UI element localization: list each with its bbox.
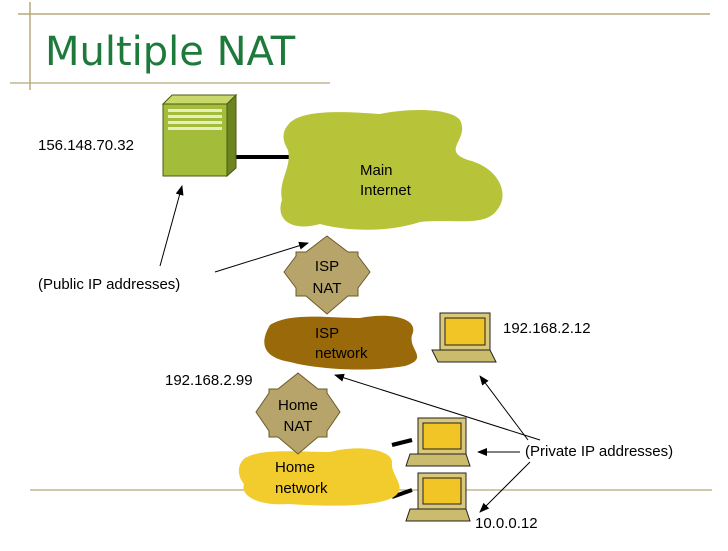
slide-frame — [10, 2, 712, 491]
home-nat-node: Home NAT — [255, 372, 341, 455]
home-laptop-1-icon — [405, 417, 471, 467]
isp-nat-label-line1: ISP — [315, 258, 339, 275]
home-laptop2-link — [391, 488, 413, 499]
home-network-cloud — [238, 448, 400, 506]
internet-label-line2: Internet — [360, 182, 412, 199]
isp-network-label-line1: ISP — [315, 325, 339, 342]
isp-laptop-icon — [431, 312, 497, 363]
slide-title: Multiple NAT — [45, 29, 296, 75]
home-nat-ip-label: 192.168.2.99 — [165, 372, 253, 389]
home-laptop1-link — [391, 438, 413, 447]
home-nat-label-line2: NAT — [284, 418, 313, 435]
main-internet-cloud — [280, 110, 503, 230]
home-nat-label-line1: Home — [278, 397, 318, 414]
home-network-label-line1: Home — [275, 459, 315, 476]
isp-network-label-line2: network — [315, 345, 368, 362]
server-ip-label: 156.148.70.32 — [38, 137, 134, 154]
public-annotation-arrows — [159, 185, 309, 273]
isp-nat-node: ISP NAT — [283, 235, 371, 315]
private-annotation-arrows — [334, 373, 541, 513]
isp-laptop-ip-label: 192.168.2.12 — [503, 320, 591, 337]
private-ip-annotation: (Private IP addresses) — [525, 443, 673, 460]
server-icon — [161, 93, 238, 178]
home-laptop-ip-label: 10.0.0.12 — [475, 515, 538, 532]
internet-label-line1: Main — [360, 162, 393, 179]
isp-nat-label-line2: NAT — [313, 280, 342, 297]
home-laptop-2-icon — [405, 472, 471, 522]
home-network-label-line2: network — [275, 480, 328, 497]
public-ip-annotation: (Public IP addresses) — [38, 276, 180, 293]
isp-network-cloud — [264, 315, 418, 370]
